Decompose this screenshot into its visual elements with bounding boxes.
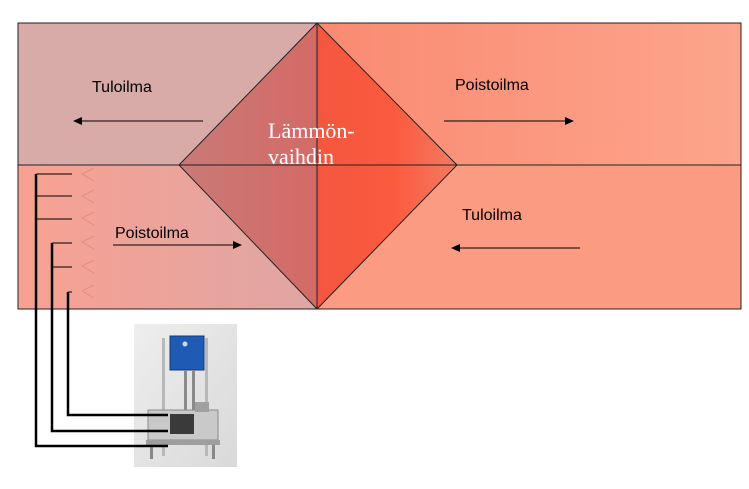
heat-exchanger-right-half [317, 23, 457, 309]
nozzle-mark [80, 284, 95, 299]
heat-exchanger-left-half [179, 23, 317, 309]
pump-unit-photo [134, 324, 237, 467]
label-bottom-left: Poistoilma [115, 225, 189, 242]
heat-exchanger-outline [178, 22, 458, 310]
supply-pipe-1 [34, 174, 168, 448]
nozzle-mark [80, 235, 95, 250]
arrow-bottom-left-right [113, 241, 242, 249]
spray-nozzles [80, 167, 95, 299]
label-top-left: Tuloilma [92, 79, 152, 96]
nozzle-mark [80, 189, 95, 204]
supply-pipe-2 [50, 243, 168, 433]
nozzle-mark [80, 167, 95, 182]
duct-outline [17, 22, 742, 310]
arrow-top-left-left [73, 117, 203, 125]
supply-pipes [34, 174, 168, 448]
label-bottom-right: Tuloilma [462, 207, 522, 224]
nozzle-feed-lines [36, 173, 72, 293]
arrow-top-right-right [444, 117, 574, 125]
nozzle-mark [80, 211, 95, 226]
nozzle-mark [80, 259, 95, 274]
label-heat-exchanger-line2: vaihdin [268, 144, 334, 169]
supply-pipe-3 [66, 292, 168, 417]
arrow-bottom-right-left [451, 244, 580, 252]
label-top-right: Poistoilma [455, 77, 529, 94]
control-box-icon [169, 335, 205, 371]
label-heat-exchanger-line1: Lämmön- [268, 118, 355, 143]
